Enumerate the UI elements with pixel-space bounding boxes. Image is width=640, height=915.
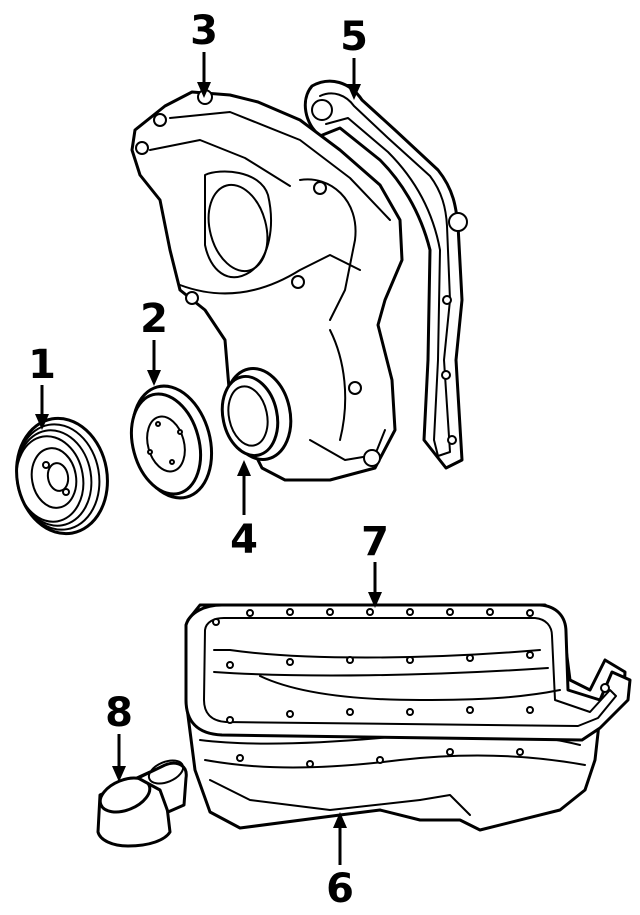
callout-1-label: 1 bbox=[28, 342, 56, 388]
callout-8: 8 bbox=[105, 690, 133, 782]
callout-6: 6 bbox=[326, 812, 354, 912]
callout-6-arrowhead bbox=[333, 812, 347, 828]
callout-1-arrowhead bbox=[35, 414, 49, 430]
callout-3: 3 bbox=[190, 8, 218, 98]
callout-2-arrowhead bbox=[147, 370, 161, 386]
callout-4: 4 bbox=[230, 460, 258, 563]
callout-5-arrowhead bbox=[347, 84, 361, 100]
callout-1: 1 bbox=[28, 342, 56, 430]
timing-cover bbox=[130, 89, 404, 482]
drive-pulley bbox=[15, 416, 109, 536]
crankshaft-pulley bbox=[129, 384, 214, 500]
callout-5: 5 bbox=[340, 14, 368, 100]
callout-2-label: 2 bbox=[140, 296, 168, 342]
oil-pan-gasket bbox=[184, 603, 632, 768]
callout-6-label: 6 bbox=[326, 866, 354, 912]
callout-3-label: 3 bbox=[190, 8, 218, 54]
callout-7: 7 bbox=[361, 519, 389, 608]
front-crankshaft-seal bbox=[220, 367, 293, 461]
callout-4-label: 4 bbox=[230, 517, 258, 563]
callout-7-arrowhead bbox=[368, 592, 382, 608]
callout-5-label: 5 bbox=[340, 14, 368, 60]
callout-3-arrowhead bbox=[197, 82, 211, 98]
callout-7-label: 7 bbox=[361, 519, 389, 565]
callout-8-label: 8 bbox=[105, 690, 133, 736]
oil-filter bbox=[96, 759, 188, 848]
callout-8-arrowhead bbox=[112, 766, 126, 782]
callout-4-arrowhead bbox=[237, 460, 251, 476]
callout-2: 2 bbox=[140, 296, 168, 386]
